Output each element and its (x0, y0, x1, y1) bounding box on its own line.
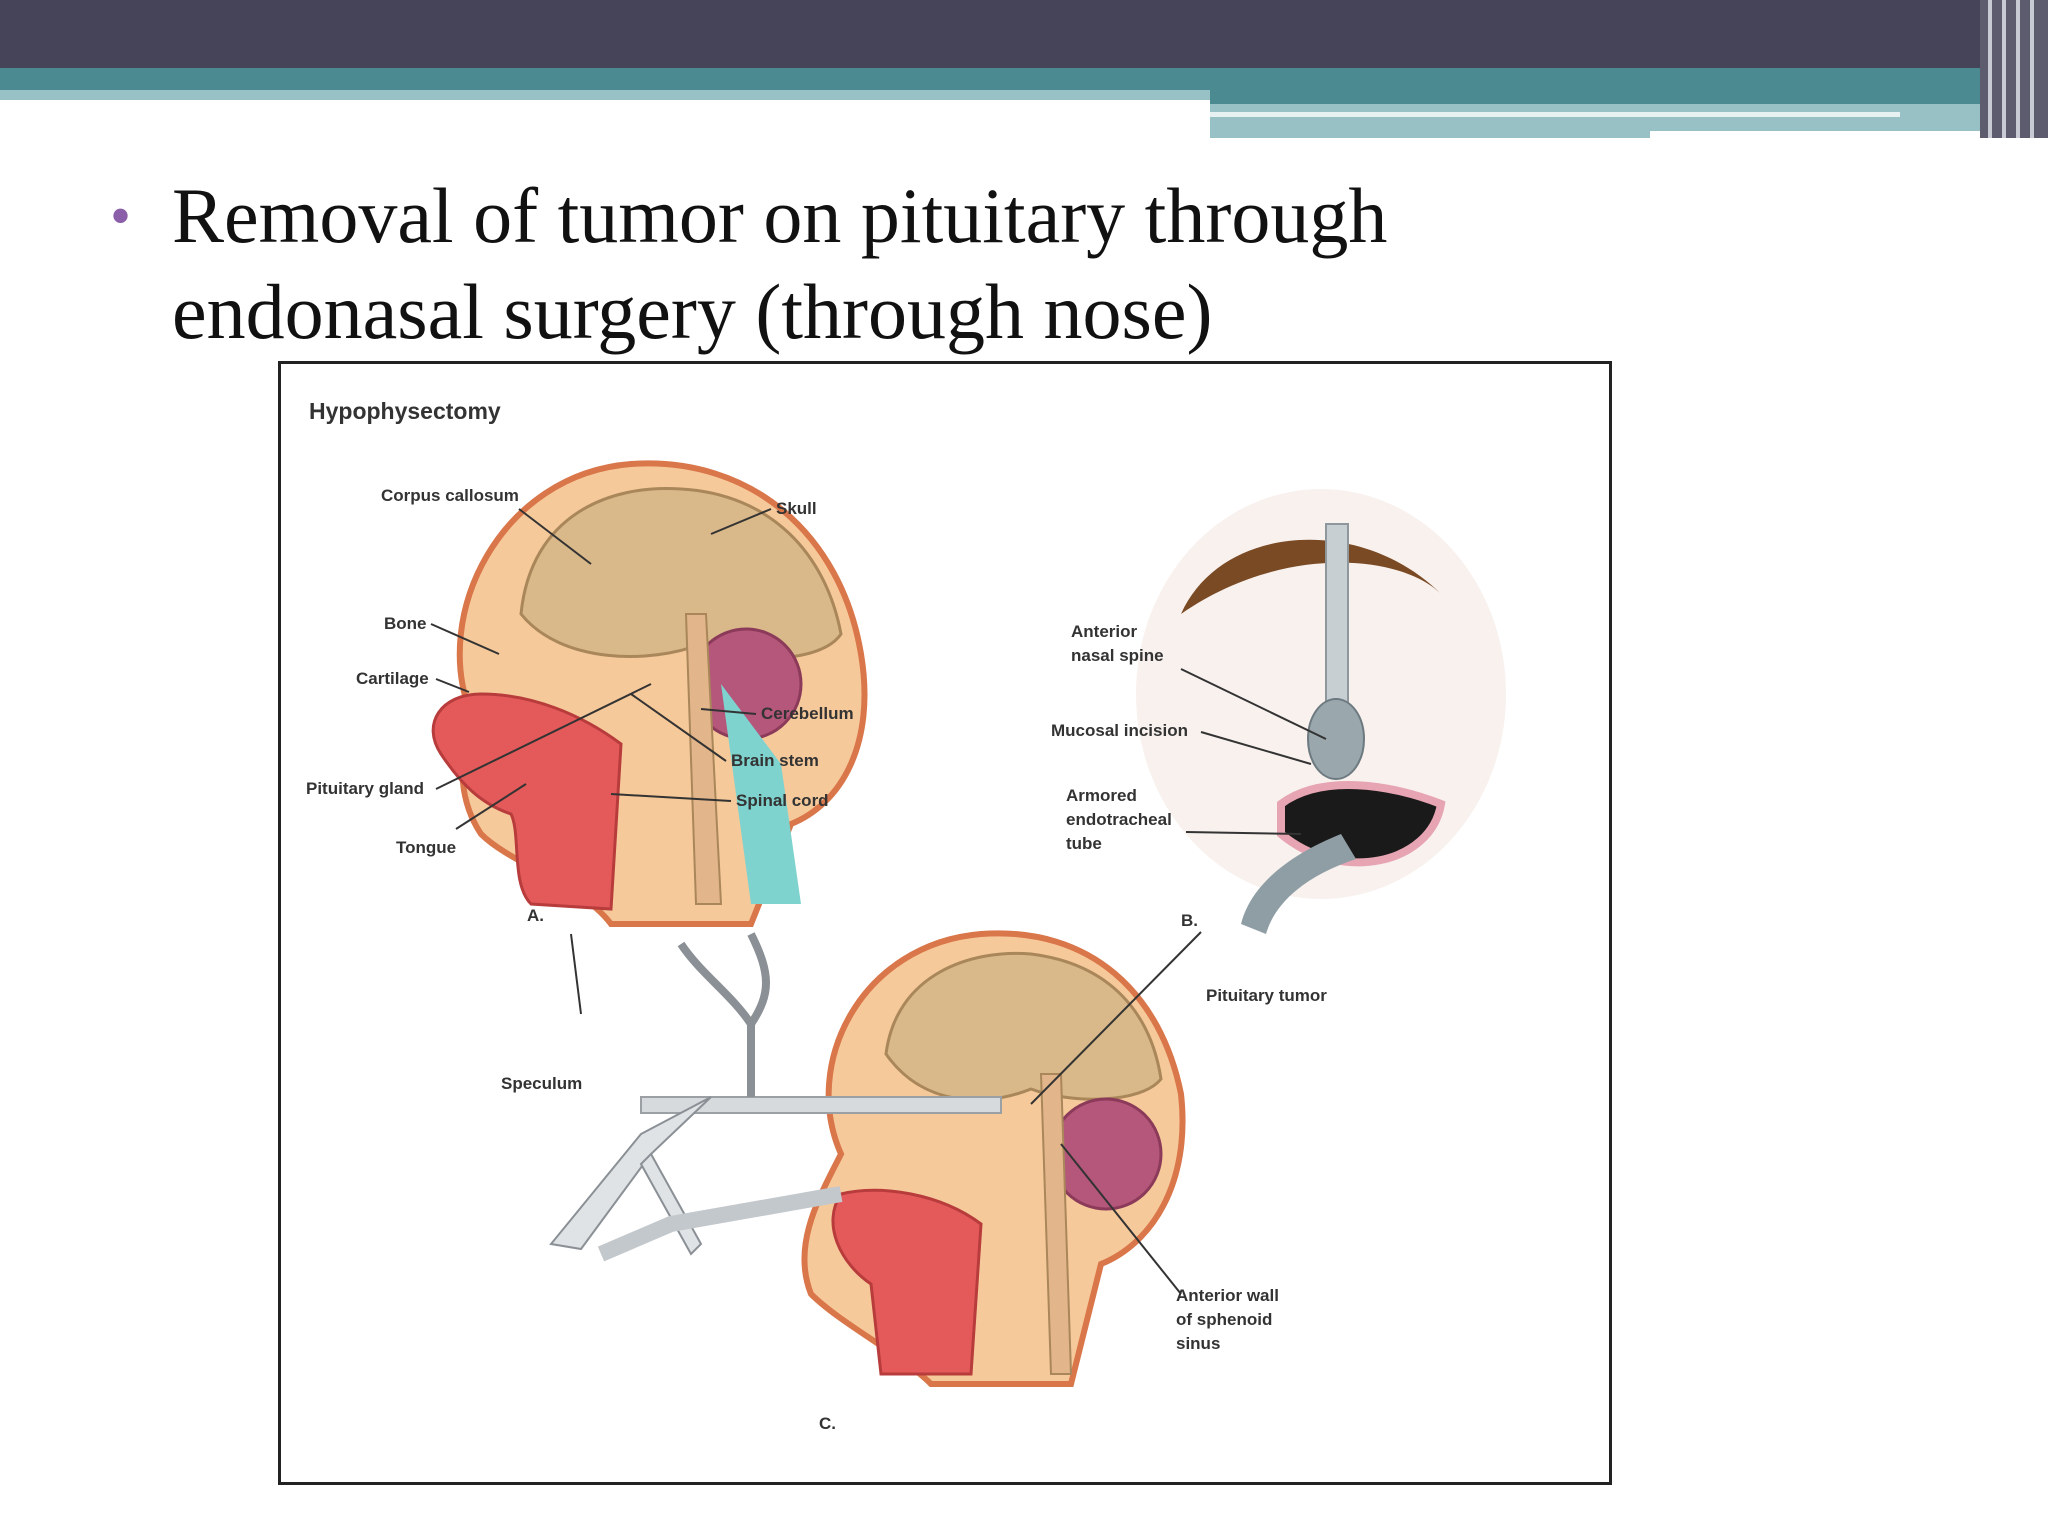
hypophysectomy-figure: Hypophysectomy Corpus callosum Skull Bon… (278, 361, 1612, 1485)
label-spinal-cord: Spinal cord (736, 791, 829, 810)
panel-b-letter: B. (1181, 911, 1198, 930)
label-cerebellum: Cerebellum (761, 704, 854, 723)
bullet-text: Removal of tumor on pituitary through en… (172, 172, 1388, 355)
label-pituitary-gland: Pituitary gland (306, 779, 425, 798)
header-accent-line (1210, 112, 1900, 117)
header-band-light (0, 90, 1210, 100)
label-bone: Bone (384, 614, 427, 633)
header-corner-stripes (1980, 0, 2048, 138)
label-corpus-callosum: Corpus callosum (381, 486, 519, 505)
label-mucosal-incision: Mucosal incision (1051, 721, 1188, 740)
leader-lines (430, 508, 1327, 1295)
header-accent-line-2 (1650, 131, 1980, 138)
figure-title: Hypophysectomy (309, 398, 501, 424)
label-pituitary-tumor: Pituitary tumor (1206, 986, 1327, 1005)
label-tongue: Tongue (396, 838, 457, 857)
illustration-art (430, 460, 1506, 1387)
bullet-dot-icon: • (110, 183, 132, 249)
label-skull: Skull (776, 499, 817, 518)
panel-c-letter: C. (819, 1414, 836, 1433)
header-band-teal-right (1210, 68, 1980, 104)
label-speculum: Speculum (501, 1074, 583, 1093)
panel-c-head-illustration (549, 930, 1186, 1387)
label-brain-stem: Brain stem (731, 751, 819, 770)
label-cartilage: Cartilage (356, 669, 429, 688)
label-anterior-wall-sphenoid-sinus: Anterior wall of sphenoid sinus (1176, 1286, 1279, 1353)
label-anterior-nasal-spine: Anterior nasal spine (1071, 622, 1164, 665)
header-band-teal (0, 68, 1210, 90)
header-band-dark (0, 0, 2048, 68)
panel-a-head-illustration (431, 460, 868, 927)
panel-a-letter: A. (527, 906, 544, 925)
label-armored-endotracheal-tube: Armored endotracheal tube (1066, 786, 1172, 853)
panel-b-face-illustration (1136, 489, 1506, 934)
